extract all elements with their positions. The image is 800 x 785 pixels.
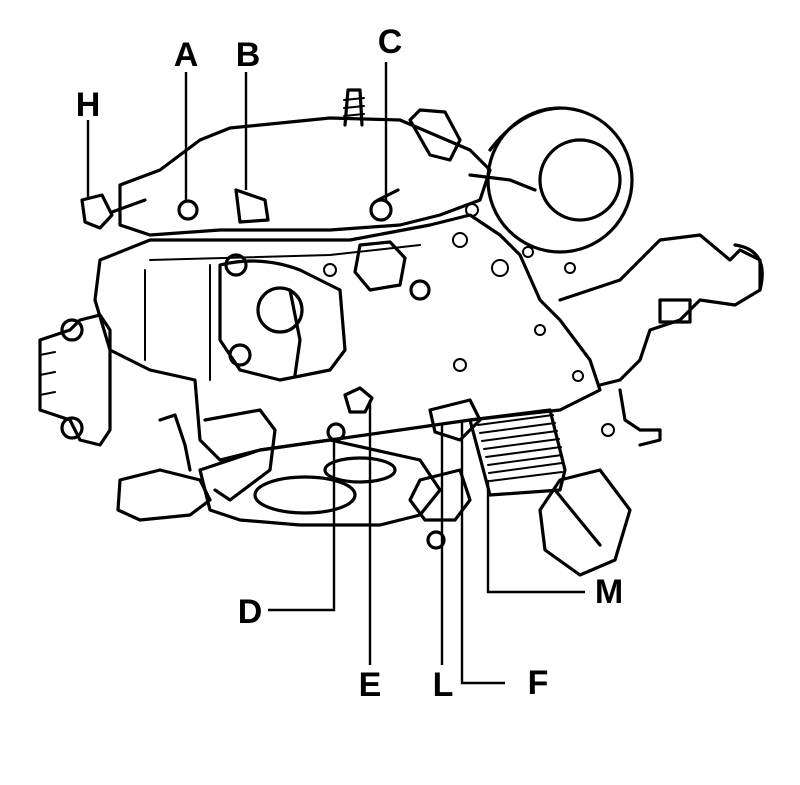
callout-f: F — [527, 664, 549, 702]
callout-l: L — [432, 666, 454, 704]
leader-d — [268, 440, 336, 612]
callout-h: H — [75, 86, 101, 124]
leader-lines — [86, 62, 585, 685]
callout-b: B — [235, 36, 261, 74]
callout-m: M — [594, 573, 624, 611]
callout-d: D — [237, 593, 263, 631]
carburetor-body — [38, 88, 764, 577]
callout-a: A — [173, 36, 199, 74]
callout-c: C — [377, 23, 403, 61]
leader-m — [486, 480, 585, 594]
leader-f — [460, 420, 505, 685]
callout-e: E — [358, 666, 382, 704]
